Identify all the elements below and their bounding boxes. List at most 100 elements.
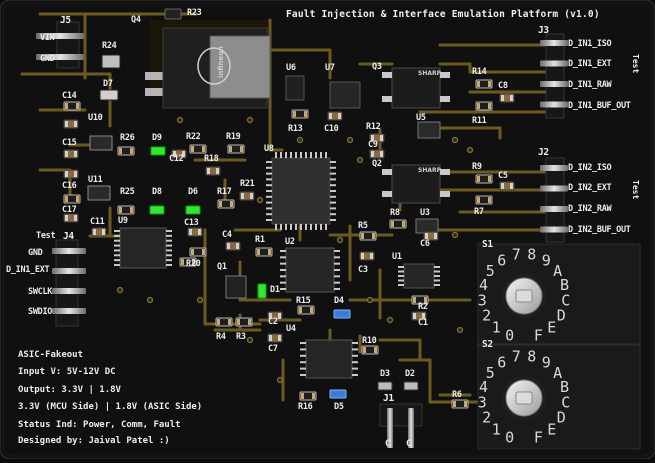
u9-pin: [114, 264, 120, 266]
j5-header: [36, 21, 84, 69]
capacitor-pad: [65, 151, 68, 157]
d6-led: [185, 205, 201, 215]
j2-pin-label: D_IN2_BUF_OUT: [568, 225, 631, 235]
refdes-r4: R4: [216, 332, 226, 342]
switch-digit: 7: [512, 348, 521, 366]
switch-digit: 3: [478, 393, 487, 411]
via: [196, 296, 204, 304]
u8-mcu: [271, 157, 331, 225]
via: [246, 116, 254, 124]
resistor-pad: [488, 176, 491, 182]
d3-led: [377, 381, 393, 391]
u1-pin: [434, 270, 440, 273]
u4-pin: [352, 354, 358, 357]
u2-pin: [280, 288, 286, 290]
u8-pins: [266, 152, 336, 230]
q2-brand: SHARP: [418, 167, 442, 174]
refdes-c13: C13: [184, 218, 199, 228]
resistor-pad: [119, 207, 122, 213]
refdes-c7: C7: [268, 344, 278, 354]
capacitor-pad: [227, 243, 230, 249]
q3-optocoupler: [382, 67, 450, 109]
refdes-d8: D8: [152, 187, 162, 197]
d9-led: [150, 146, 166, 156]
refdes-r7: R7: [474, 207, 484, 217]
u8-pin: [275, 152, 277, 158]
j4-pin: [52, 268, 86, 274]
refdes-c8: C8: [498, 81, 508, 91]
u1-pin: [398, 284, 404, 286]
via: [256, 196, 264, 204]
via: [346, 136, 354, 144]
j2-pin: [540, 165, 568, 171]
passive-components: [63, 79, 515, 409]
u9-pin: [166, 254, 172, 257]
j4-pin: [52, 248, 86, 254]
refdes-j5: J5: [60, 15, 71, 26]
u9-pin: [166, 234, 172, 237]
refdes-u10: U10: [88, 113, 103, 123]
info-line-input: Input V: 5V-12V DC: [18, 367, 116, 377]
u9-pin: [166, 239, 172, 242]
capacitor-pad: [241, 193, 244, 199]
capacitor-pad: [278, 313, 281, 319]
u2-ic: [285, 247, 335, 293]
u8-pin: [330, 219, 336, 221]
switch-digit: 6: [497, 353, 506, 371]
switch-digit: 9: [542, 251, 551, 269]
refdes-u11: U11: [88, 175, 103, 185]
u8-pin: [266, 201, 272, 204]
u8-pin: [266, 195, 272, 198]
u8-pin: [315, 152, 317, 158]
capacitor-pad: [102, 229, 105, 235]
u2-pin: [280, 269, 286, 271]
refdes-r24: R24: [102, 41, 117, 51]
switch-digit: 2: [482, 408, 491, 426]
resistor-pad: [248, 319, 251, 325]
refdes-c5: C5: [498, 171, 508, 181]
refdes-r15: R15: [296, 296, 311, 306]
resistor-pad: [181, 259, 184, 265]
j2-pins: [540, 165, 568, 233]
resistor-pad: [310, 307, 313, 313]
d2-led: [403, 381, 419, 391]
resistor-pad: [240, 146, 243, 152]
capacitor-pad: [207, 168, 210, 174]
u2-pin: [334, 269, 340, 271]
refdes-c14: C14: [62, 91, 77, 101]
resistor-pad: [229, 146, 232, 152]
refdes-u4: U4: [286, 324, 296, 334]
resistor-pad: [312, 393, 315, 399]
u8-pin: [330, 195, 336, 198]
j3-header: [545, 33, 565, 119]
refdes-u1: U1: [392, 252, 402, 262]
resistor-pad: [228, 319, 231, 325]
resistor-pad: [293, 111, 296, 117]
u4-pin: [300, 348, 306, 351]
info-line-project: ASIC-Fakeout: [18, 350, 84, 360]
u4-pin: [300, 367, 306, 370]
capacitor-pad: [269, 313, 272, 319]
resistor-pad: [230, 201, 233, 207]
u9-pin: [114, 234, 120, 237]
u9-pin: [166, 230, 172, 232]
r23-resistor: [164, 8, 182, 20]
u4-pin: [352, 348, 358, 351]
capacitor-pad: [371, 135, 374, 141]
refdes-d4: D4: [334, 296, 344, 306]
refdes-c1: C1: [418, 318, 428, 328]
capacitor-pad: [338, 113, 341, 119]
j4-pin: [52, 288, 86, 294]
resistor-pad: [191, 249, 194, 255]
capacitor-pad: [510, 183, 513, 189]
switch-digit: 8: [527, 348, 536, 366]
u8-pin: [266, 172, 272, 175]
refdes-d6: D6: [188, 187, 198, 197]
refdes-r23: R23: [187, 8, 202, 18]
resistor-pad: [488, 197, 491, 203]
capacitor-pad: [501, 95, 504, 101]
u8-pin: [330, 172, 336, 175]
capacitor-pad: [65, 215, 68, 221]
via: [336, 236, 344, 244]
refdes-u9: U9: [118, 216, 128, 226]
